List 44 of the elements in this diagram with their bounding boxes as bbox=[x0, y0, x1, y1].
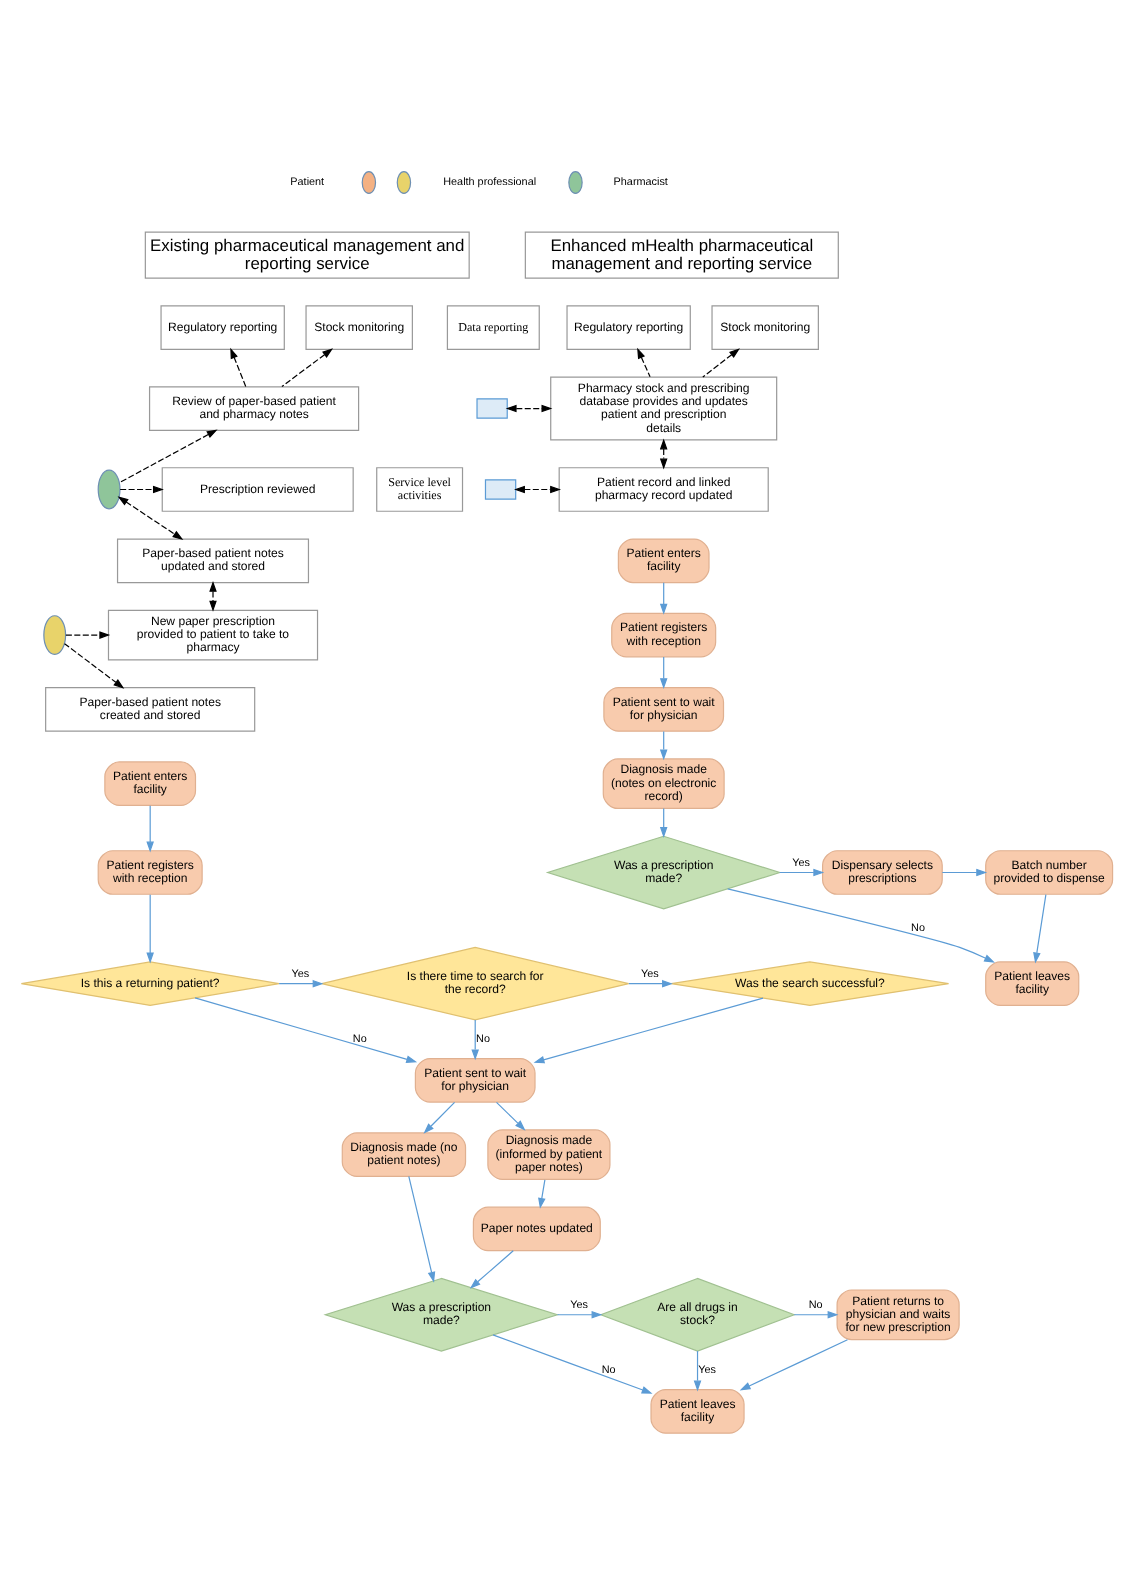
arrow bbox=[659, 437, 668, 469]
arrow bbox=[278, 978, 324, 987]
arrow bbox=[117, 495, 184, 539]
arrow bbox=[495, 1100, 526, 1130]
arrow bbox=[469, 1249, 514, 1288]
arrow bbox=[793, 1309, 839, 1318]
node-box: Existing pharmaceutical management and reporting service bbox=[144, 230, 470, 278]
node-person bbox=[97, 468, 121, 509]
arrow bbox=[659, 806, 668, 837]
arrow bbox=[65, 630, 111, 638]
arrow bbox=[727, 887, 995, 962]
arrow bbox=[659, 581, 668, 614]
arrow bbox=[281, 347, 334, 387]
arrow bbox=[659, 729, 668, 760]
arrow bbox=[230, 346, 247, 387]
arrow bbox=[209, 579, 217, 611]
arrow bbox=[533, 996, 764, 1063]
arrow bbox=[659, 655, 668, 689]
arrow bbox=[194, 996, 418, 1062]
arrow bbox=[779, 867, 825, 876]
arrow bbox=[538, 1178, 546, 1208]
node-box: Enhanced mHealth pharmaceutical management and reporting service bbox=[524, 230, 839, 278]
node-box bbox=[484, 478, 517, 499]
arrow bbox=[492, 1333, 653, 1393]
arrow bbox=[702, 347, 740, 377]
arrow bbox=[556, 1309, 603, 1318]
arrow bbox=[146, 804, 154, 852]
arrow bbox=[514, 484, 561, 493]
arrow bbox=[941, 867, 988, 876]
arrow bbox=[146, 893, 154, 963]
arrow bbox=[739, 1338, 849, 1390]
node-box bbox=[476, 397, 508, 418]
arrow bbox=[63, 642, 125, 688]
arrow bbox=[423, 1100, 456, 1133]
arrow bbox=[471, 1018, 480, 1060]
arrow bbox=[1033, 893, 1047, 963]
arrow bbox=[119, 428, 218, 483]
arrow bbox=[693, 1349, 702, 1391]
node-person bbox=[43, 614, 67, 655]
arrow bbox=[637, 346, 651, 377]
arrow bbox=[505, 403, 553, 412]
arrow bbox=[119, 484, 164, 493]
arrow bbox=[408, 1174, 436, 1282]
arrow bbox=[628, 978, 673, 987]
